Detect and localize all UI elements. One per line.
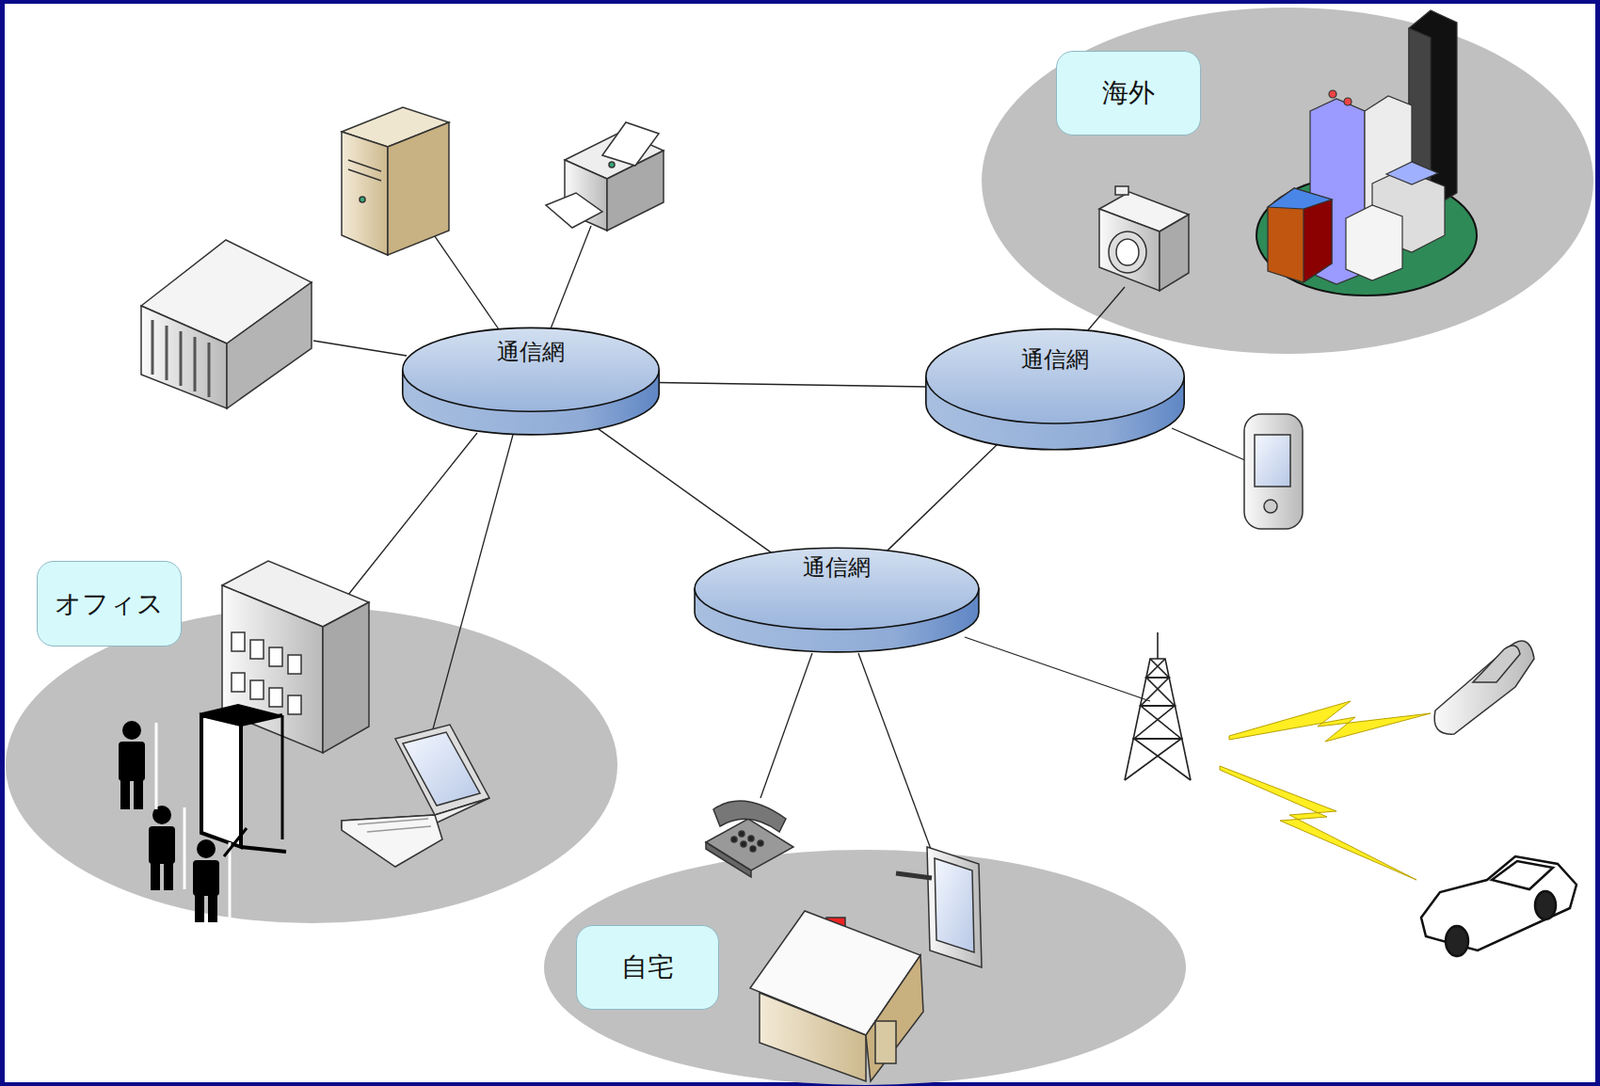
city-icon xyxy=(1256,10,1477,296)
tablet-icon xyxy=(896,847,982,968)
printer-icon xyxy=(545,122,664,231)
house-icon xyxy=(750,911,924,1082)
location-label: 海外 xyxy=(1056,50,1201,136)
node-text: 通信網 xyxy=(496,336,565,368)
radio-tower-icon xyxy=(1124,632,1191,781)
server-icon xyxy=(341,107,449,256)
car-icon xyxy=(1421,856,1577,957)
network-link xyxy=(657,383,928,387)
network-link xyxy=(886,443,999,552)
node-text: 通信網 xyxy=(1021,344,1089,375)
pda-icon xyxy=(1244,414,1303,529)
home-region xyxy=(544,849,1186,1086)
mobile-phone-icon xyxy=(1434,640,1535,735)
overseas-region xyxy=(981,7,1594,354)
network-disk: 通信網 xyxy=(691,545,982,654)
location-label: オフィス xyxy=(36,560,182,647)
node-text: 海外 xyxy=(1102,75,1155,112)
camera-icon xyxy=(1099,186,1189,291)
node-text: 自宅 xyxy=(621,949,674,986)
disk-shape xyxy=(923,326,1187,451)
network-link xyxy=(594,426,772,553)
device-lines xyxy=(313,178,1248,852)
node-text: 通信網 xyxy=(802,552,871,583)
presentation-icon xyxy=(118,704,287,923)
network-disk: 通信網 xyxy=(400,325,662,436)
telephone-icon xyxy=(705,800,794,878)
location-label: 自宅 xyxy=(576,925,720,1010)
office-building-icon xyxy=(222,560,369,753)
lightning-icon xyxy=(1219,701,1431,880)
node-text: オフィス xyxy=(54,586,164,623)
laptop-icon xyxy=(341,724,490,867)
bank-icon xyxy=(141,240,312,409)
network-disk: 通信網 xyxy=(923,326,1187,451)
